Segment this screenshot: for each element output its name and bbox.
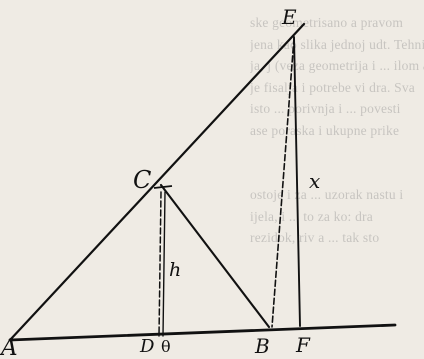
dashed-lines-group (158, 37, 295, 337)
label-e: E (281, 5, 297, 29)
label-c: C (133, 166, 151, 194)
line-a-to-e (8, 22, 306, 342)
label-b: B (254, 334, 270, 358)
label-theta: θ (161, 337, 171, 356)
background-text-line: ja, j (veza geometrija i ... ilom a cov (250, 58, 424, 73)
background-text-line: ske geometrisano a pravom (250, 15, 404, 30)
dashed-line-c-to-d (158, 191, 162, 337)
label-a: A (0, 335, 18, 359)
construction-marks-group (153, 185, 173, 189)
dashed-line-e-to-b (271, 37, 295, 328)
label-f: F (295, 333, 311, 357)
vertical-x-line (293, 36, 301, 327)
label-d: D (139, 336, 155, 357)
label-x: x (309, 169, 320, 193)
line-c-to-b (159, 183, 271, 329)
background-text-line: rezidok, riv a ... tak sto (250, 230, 380, 245)
point-c-mark (153, 185, 173, 189)
labels-group: A C E D θ B F h x (0, 5, 320, 359)
solid-lines-group (8, 22, 397, 342)
vertical-height-line (162, 191, 166, 337)
baseline-line (8, 323, 397, 342)
background-text-line: ostoje i za ... uzorak nastu i (250, 187, 404, 202)
label-h: h (169, 259, 181, 281)
